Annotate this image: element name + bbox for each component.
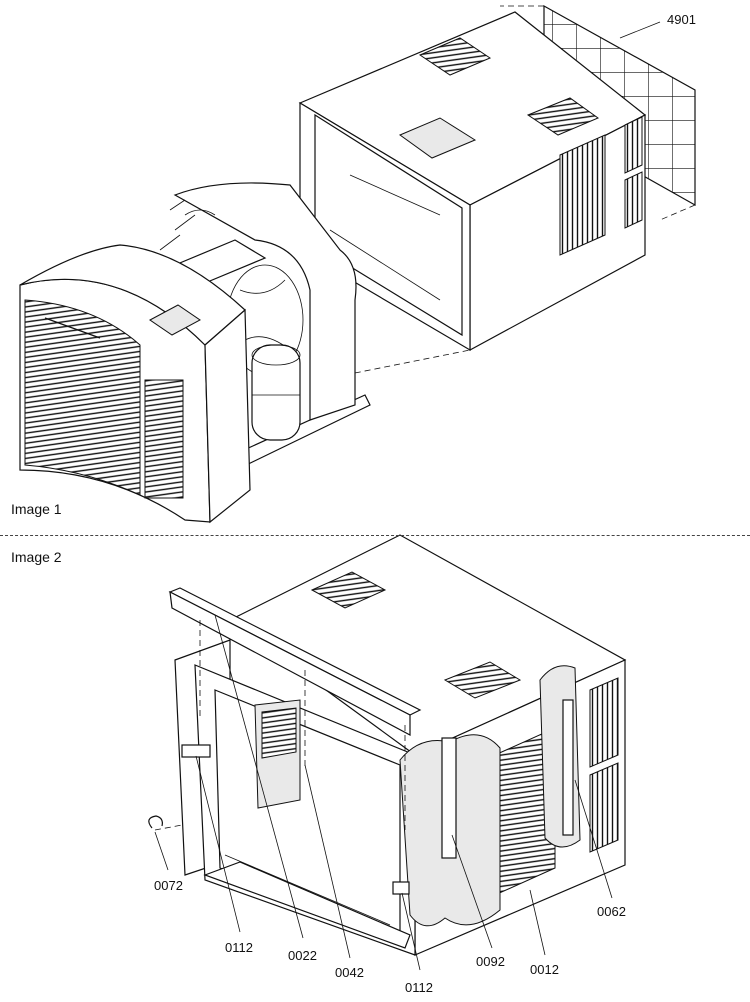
insulation-cutaway-0062 bbox=[539, 665, 581, 848]
image1-label: Image 1 bbox=[11, 501, 62, 517]
chassis-assembly bbox=[19, 182, 371, 524]
callout-0092: 0092 bbox=[476, 954, 505, 969]
cabinet-shell bbox=[298, 11, 647, 376]
callout-0072: 0072 bbox=[154, 878, 183, 893]
bracket-0112-left bbox=[181, 744, 211, 758]
bracket-0112-right bbox=[392, 881, 410, 895]
seal-strip-0062 bbox=[562, 699, 574, 836]
callout-4901: 4901 bbox=[667, 12, 696, 27]
leader-0042 bbox=[304, 764, 351, 959]
section-divider bbox=[0, 535, 750, 536]
top-rail-0022-face bbox=[169, 590, 411, 737]
clip-0072 bbox=[148, 815, 163, 829]
leader-0112b bbox=[401, 892, 421, 971]
leader-0062 bbox=[574, 779, 613, 899]
callout-0042: 0042 bbox=[335, 965, 364, 980]
callout-0112-left: 0112 bbox=[225, 940, 253, 955]
leader-0092 bbox=[451, 834, 493, 949]
front-panel bbox=[19, 244, 251, 524]
leader-0022 bbox=[214, 614, 304, 939]
leader-0112a bbox=[195, 755, 241, 933]
leader-0072 bbox=[154, 831, 169, 871]
seal-strip-0092 bbox=[441, 737, 457, 859]
leader-0012 bbox=[529, 889, 546, 956]
image2-assembly bbox=[148, 534, 627, 971]
callout-0012: 0012 bbox=[530, 962, 559, 977]
image1-assembly bbox=[19, 4, 696, 524]
image2-label: Image 2 bbox=[11, 549, 62, 565]
callout-0112-right: 0112 bbox=[405, 980, 433, 995]
callout-0062: 0062 bbox=[597, 904, 626, 919]
callout-0022: 0022 bbox=[288, 948, 317, 963]
